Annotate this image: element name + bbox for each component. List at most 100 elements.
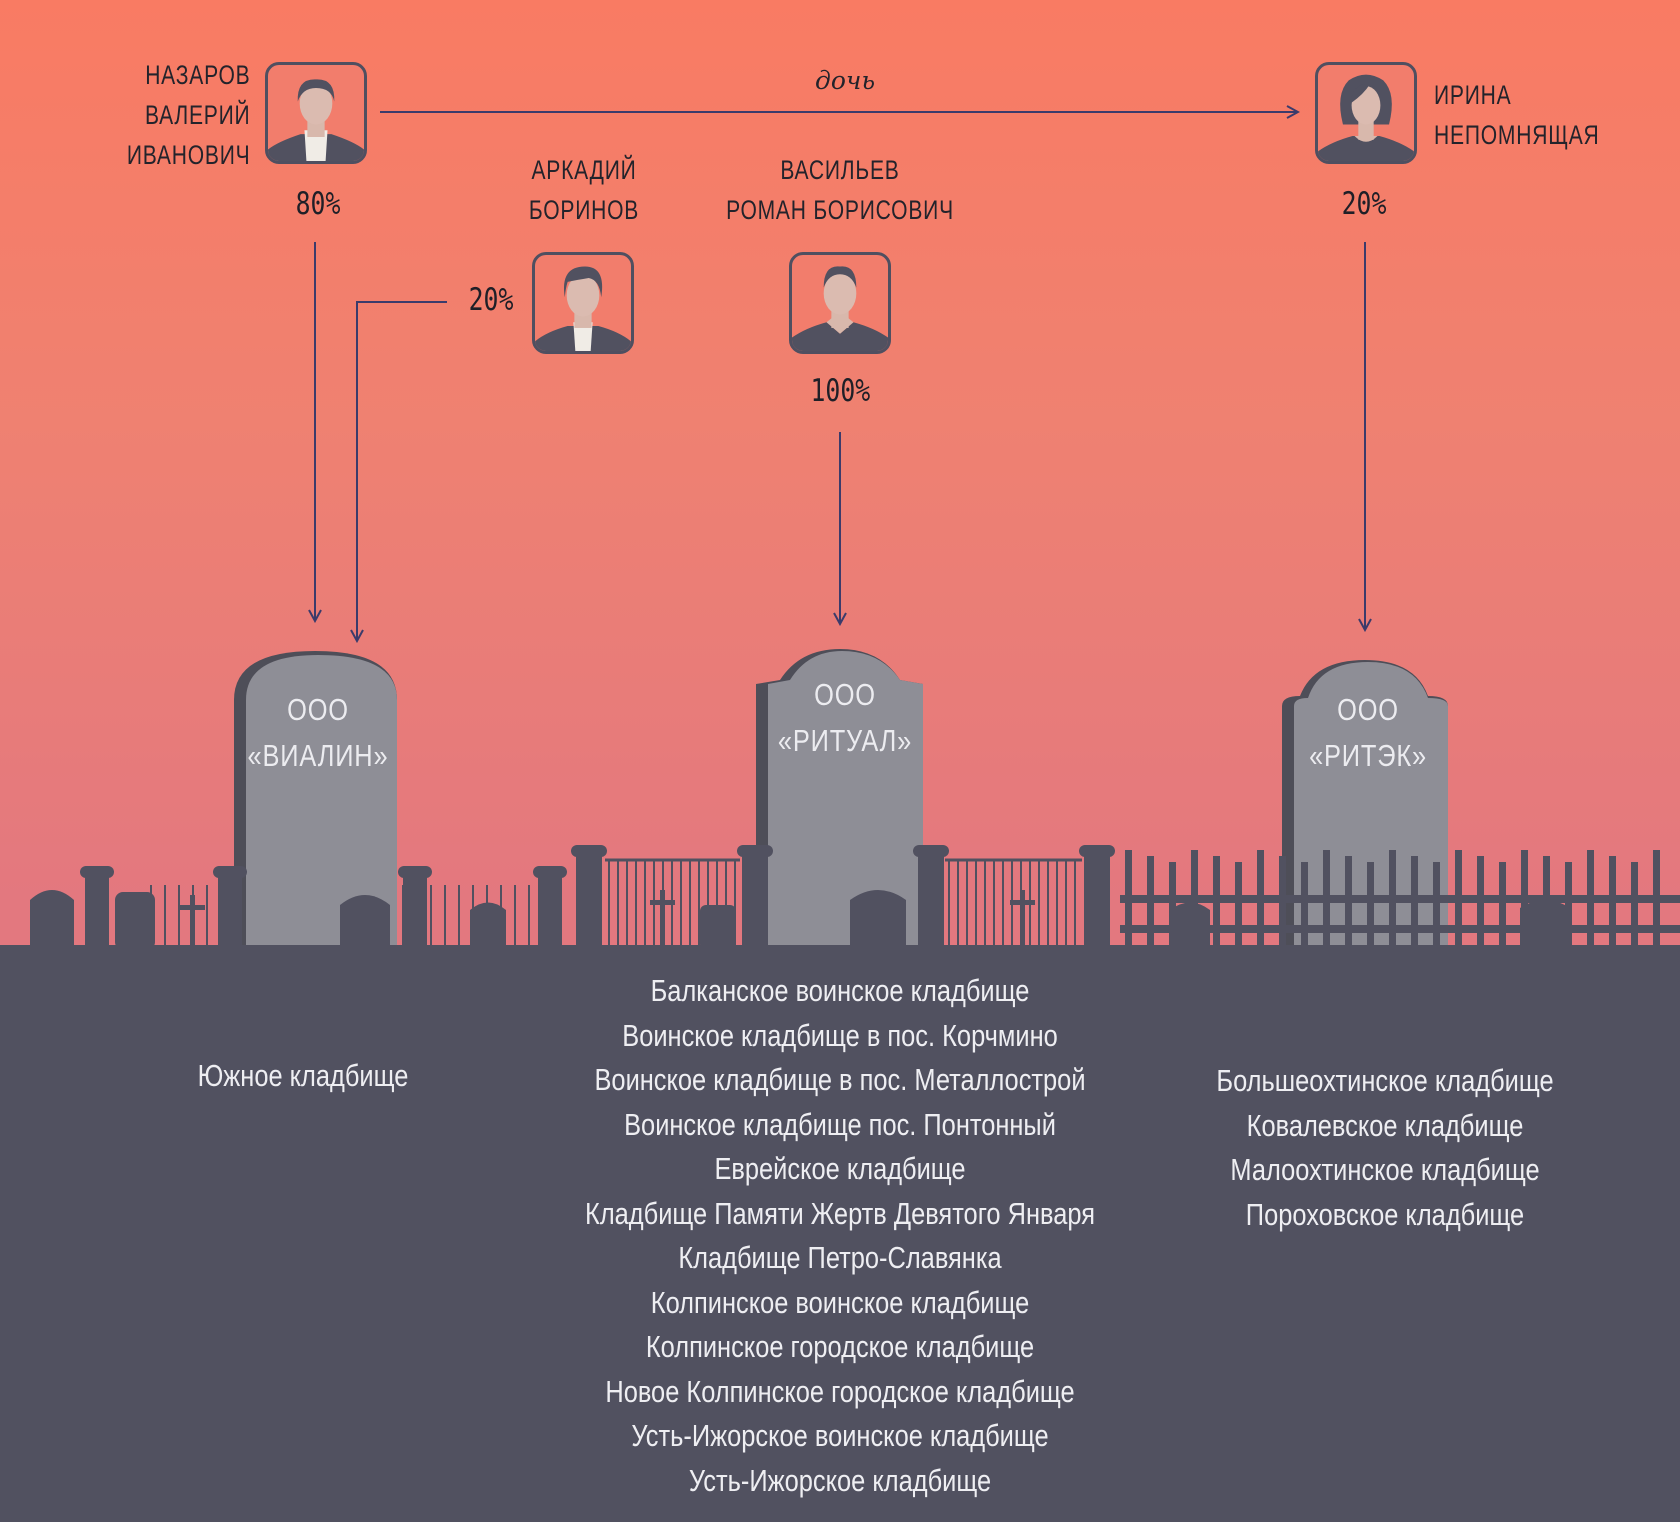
fence-picket [1020, 860, 1022, 950]
fence-picket [178, 885, 180, 950]
fence-picket [957, 860, 959, 950]
fence-picket [1047, 860, 1049, 950]
fence-picket [671, 860, 673, 950]
fence-picket [1279, 856, 1286, 956]
list-item: Колпинское городское кладбище [645, 1329, 1035, 1364]
list-item: Малоохтинское кладбище [1230, 1152, 1540, 1187]
person-name: НАЗАРОВ ВАЛЕРИЙ ИВАНОВИЧ [126, 60, 250, 170]
fence-picket [1499, 862, 1506, 960]
fence-picket [707, 860, 709, 950]
fence-picket [653, 860, 655, 950]
fence-picket [486, 885, 488, 950]
fence-picket [416, 885, 418, 950]
fence-picket [1011, 860, 1013, 950]
fence-picket [1125, 850, 1132, 950]
fence-picket [1389, 850, 1396, 950]
fence-picket [1631, 862, 1638, 960]
fence-picket [1029, 860, 1031, 950]
list-item: Усть-Ижорское кладбище [688, 1462, 992, 1498]
fence-picket [1191, 850, 1198, 950]
company-ritual-label: ООО «РИТУАЛ» [777, 677, 913, 758]
fence-picket [617, 860, 619, 950]
fence-picket [1653, 850, 1660, 950]
list-item: Кладбище Петро-Славянка [678, 1240, 1002, 1275]
tombstone-ritual [756, 649, 923, 950]
fence-picket [1038, 860, 1040, 950]
fence-picket [644, 860, 646, 950]
fence-picket [1323, 850, 1330, 950]
fence-picket [1587, 850, 1594, 950]
fence-picket [984, 860, 986, 950]
fence-picket [734, 860, 736, 950]
fence-picket [626, 860, 628, 950]
borinov-to-vialin-arrow [357, 301, 447, 641]
fence-picket [500, 885, 502, 950]
fence-picket [220, 885, 222, 950]
fence-picket [1235, 862, 1242, 960]
female-avatar-icon [1315, 62, 1417, 164]
person-name: ВАСИЛЬЕВ РОМАН БОРИСОВИЧ [726, 155, 954, 225]
fence-picket [1345, 856, 1352, 956]
list-item: Еврейское кладбище [714, 1151, 966, 1186]
fence-picket [608, 860, 610, 950]
fence-picket [164, 885, 166, 950]
company-vialin-label: ООО «ВИАЛИН» [247, 692, 389, 773]
fence-picket [662, 860, 664, 950]
male-avatar-icon [789, 252, 891, 354]
company-ritek-label: ООО «РИТЭК» [1309, 692, 1427, 773]
fence-picket [1477, 856, 1484, 956]
fence-picket [698, 860, 700, 950]
male-avatar-icon [532, 252, 634, 354]
fence-picket [1521, 850, 1528, 950]
fence-picket [1257, 850, 1264, 950]
fence-picket [680, 860, 682, 950]
ownership-share: 20% [1341, 186, 1387, 222]
relation-label: дочь [815, 66, 876, 95]
fence-picket [1411, 856, 1418, 956]
ownership-share: 80% [295, 186, 341, 222]
list-item: Воинское кладбище пос. Понтонный [624, 1106, 1056, 1142]
fence-picket [1455, 850, 1462, 950]
person-name: ИРИНА НЕПОМНЯЩАЯ [1434, 80, 1600, 150]
list-item: Южное кладбище [197, 1058, 409, 1093]
list-item: Воинское кладбище в пос. Металлострой [594, 1062, 1086, 1097]
list-item: Новое Колпинское городское кладбище [605, 1373, 1075, 1409]
fence-picket [993, 860, 995, 950]
tombstone-ritek [1282, 660, 1448, 950]
fence-picket [150, 885, 152, 950]
list-item: Воинское кладбище в пос. Корчмино [622, 1017, 1058, 1053]
cemetery-list-vialin: Южное кладбище [139, 1054, 467, 1099]
list-item: Колпинское воинское кладбище [650, 1284, 1030, 1320]
fence-picket [1433, 862, 1440, 960]
ownership-share: 100% [810, 373, 871, 409]
cemetery-list-ritual: Балканское воинское кладбище Воинское кл… [553, 969, 1127, 1503]
fence-picket [1002, 860, 1004, 950]
fence-picket [514, 885, 516, 950]
fence-picket [689, 860, 691, 950]
fence-picket [966, 860, 968, 950]
person-name: АРКАДИЙ БОРИНОВ [528, 155, 640, 225]
fence-picket [635, 860, 637, 950]
tombstone-vialin [234, 651, 397, 950]
list-item: Большеохтинское кладбище [1216, 1063, 1554, 1098]
list-item: Усть-Ижорское воинское кладбище [631, 1418, 1049, 1453]
fence-picket [458, 885, 460, 950]
fence-picket [716, 860, 718, 950]
fence-picket [1169, 862, 1176, 960]
list-item: Пороховское кладбище [1245, 1196, 1525, 1232]
fence-picket [402, 885, 404, 950]
connector-lines [0, 0, 1680, 960]
fence-picket [528, 885, 530, 950]
ownership-share: 20% [468, 282, 514, 318]
fence-picket [1147, 856, 1154, 956]
fence-picket [1065, 860, 1067, 950]
fence-picket [1056, 860, 1058, 950]
list-item: Ковалевское кладбище [1246, 1107, 1524, 1143]
graveyard-illustration [30, 649, 1680, 960]
fence-picket [1301, 862, 1308, 960]
fence-picket [430, 885, 432, 950]
ground [0, 945, 1680, 1522]
fence-picket [1074, 860, 1076, 950]
fence-picket [725, 860, 727, 950]
fence-picket [1543, 856, 1550, 956]
